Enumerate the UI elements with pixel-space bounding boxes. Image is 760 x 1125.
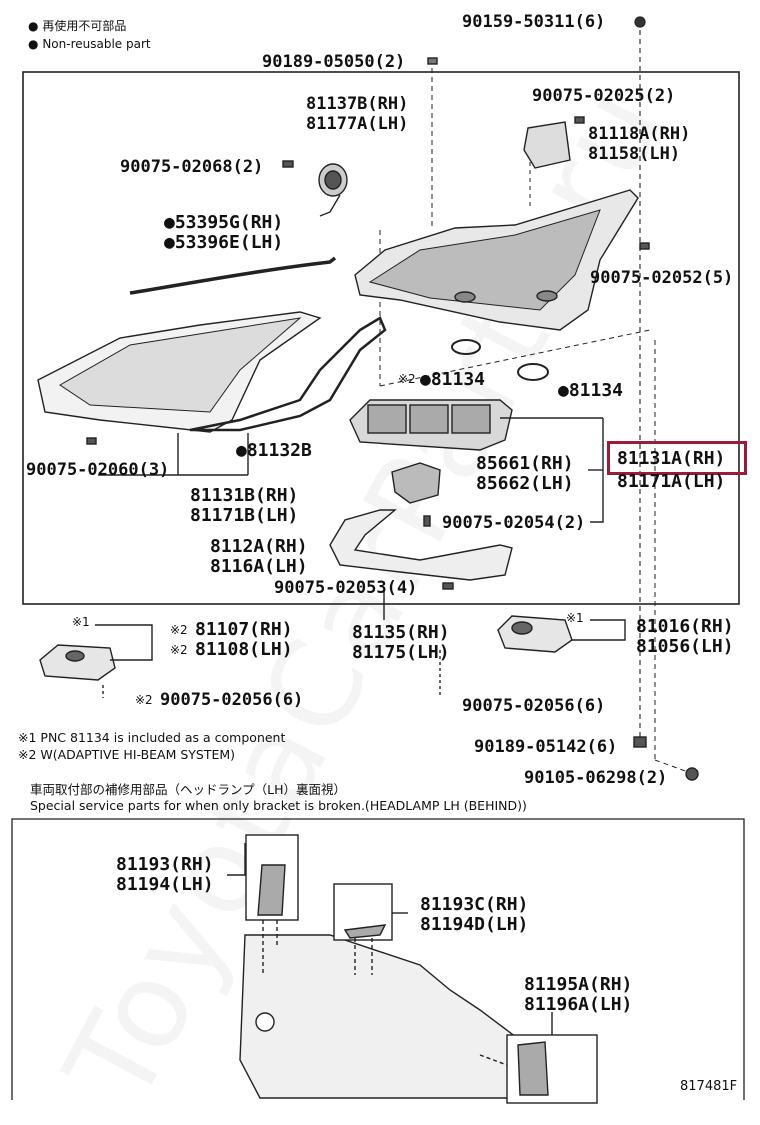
part-90075-02052[interactable]: 90075-02052(5)	[590, 268, 734, 288]
special-parts-frame	[11, 818, 745, 1100]
highlight-box	[607, 441, 747, 475]
bolt-90105-icon	[685, 767, 699, 781]
part-81171b[interactable]: 81171B(LH)	[190, 505, 299, 526]
part-90159[interactable]: 90159-50311(6)	[462, 12, 606, 32]
part-81171a[interactable]: 81171A(LH)	[617, 471, 726, 492]
oring-81134b-icon	[517, 363, 549, 381]
bolt-90159-icon	[634, 16, 646, 28]
control-module-icon	[391, 462, 441, 504]
note-mark-ballast-left: ※1	[72, 615, 90, 629]
part-90189-05142[interactable]: 90189-05142(6)	[474, 737, 618, 757]
part-81131a[interactable]: 81131A(RH)	[617, 448, 726, 469]
screw-90075-02054-icon	[423, 515, 431, 527]
part-81193c[interactable]: 81193C(RH)	[420, 894, 529, 915]
part-81194[interactable]: 81194(LH)	[116, 874, 214, 895]
special-parts-ja: 車両取付部の補修用部品（ヘッドランプ（LH）裏面視）	[30, 782, 346, 797]
part-8116[interactable]: 8116A(LH)	[210, 556, 308, 577]
note-mark-81107: ※2	[170, 623, 188, 637]
leveling-actuator-icon	[318, 163, 348, 217]
part-90075-02025[interactable]: 90075-02025(2)	[532, 86, 676, 106]
part-81134-b[interactable]: ●81134	[558, 380, 624, 401]
screw-90075-02060-icon	[86, 437, 97, 445]
part-85662[interactable]: 85662(LH)	[476, 473, 574, 494]
part-8112[interactable]: 8112A(RH)	[210, 536, 308, 557]
ballast-left-icon	[39, 644, 116, 681]
ballast-right-icon	[497, 615, 573, 653]
part-90075-02053[interactable]: 90075-02053(4)	[274, 578, 418, 598]
part-85661[interactable]: 85661(RH)	[476, 453, 574, 474]
note-mark-ballast-right: ※1	[566, 611, 584, 625]
part-53396[interactable]: ●53396E(LH)	[164, 232, 284, 253]
part-81016[interactable]: 81016(RH)	[636, 616, 734, 637]
part-81131b[interactable]: 81131B(RH)	[190, 485, 299, 506]
headlamp-lens-icon	[37, 311, 322, 433]
part-53395[interactable]: ●53395G(RH)	[164, 212, 284, 233]
part-81158[interactable]: 81158(LH)	[588, 144, 681, 164]
note-mark-81134: ※2	[398, 372, 416, 386]
note-mark-90075-02056: ※2	[135, 693, 153, 707]
figure-id: 817481F	[680, 1079, 738, 1094]
part-81056[interactable]: 81056(LH)	[636, 636, 734, 657]
part-81193[interactable]: 81193(RH)	[116, 854, 214, 875]
screw-90075-02052-icon	[639, 242, 650, 250]
screw-90075-02053-icon	[442, 582, 454, 590]
bracket-81118-icon	[523, 121, 571, 169]
screw-90075-02068-icon	[282, 160, 294, 168]
seal-53395-icon	[129, 256, 337, 295]
part-81175[interactable]: 81175(LH)	[352, 642, 450, 663]
note-mark-81108: ※2	[170, 643, 188, 657]
part-90105[interactable]: 90105-06298(2)	[524, 768, 668, 788]
part-81194d[interactable]: 81194D(LH)	[420, 914, 529, 935]
part-81132[interactable]: ●81132B	[236, 440, 312, 461]
bolt-90189-icon	[427, 57, 438, 65]
bolt-90189-05142-icon	[633, 736, 647, 748]
screw-90075-02025-icon	[574, 116, 585, 124]
part-81177[interactable]: 81177A(LH)	[306, 114, 409, 134]
special-parts-en: Special service parts for when only brac…	[30, 798, 527, 813]
part-90075-02054[interactable]: 90075-02054(2)	[442, 513, 586, 533]
part-81107[interactable]: 81107(RH)	[195, 619, 293, 640]
part-90075-02056-a[interactable]: 90075-02056(6)	[160, 690, 304, 710]
headlamp-housing-icon	[354, 189, 639, 331]
part-90075-02056-b[interactable]: 90075-02056(6)	[462, 696, 606, 716]
note-2: ※2 W(ADAPTIVE HI-BEAM SYSTEM)	[18, 747, 236, 762]
part-81137[interactable]: 81137B(RH)	[306, 94, 409, 114]
oring-81134-icon	[451, 339, 481, 355]
part-81108[interactable]: 81108(LH)	[195, 639, 293, 660]
drl-trim-icon	[329, 509, 513, 581]
legend-symbol-2: ●	[28, 37, 39, 51]
legend-symbol: ●	[28, 19, 39, 33]
note-1: ※1 PNC 81134 is included as a component	[18, 730, 286, 745]
part-90075-02060[interactable]: 90075-02060(3)	[26, 460, 170, 480]
part-81195[interactable]: 81195A(RH)	[524, 974, 633, 995]
part-90189-05050[interactable]: 90189-05050(2)	[262, 52, 406, 72]
headlamp-assembly-frame	[22, 71, 740, 605]
part-90075-02068[interactable]: 90075-02068(2)	[120, 157, 264, 177]
gasket-81132-icon	[189, 316, 387, 432]
part-81196[interactable]: 81196A(LH)	[524, 994, 633, 1015]
legend-ja: ● 再使用不可部品	[28, 19, 127, 33]
led-unit-icon	[349, 399, 513, 451]
part-81118[interactable]: 81118A(RH)	[588, 124, 691, 144]
legend-en: ● Non-reusable part	[28, 37, 151, 51]
part-81134-a[interactable]: ●81134	[420, 369, 486, 390]
part-81135[interactable]: 81135(RH)	[352, 622, 450, 643]
